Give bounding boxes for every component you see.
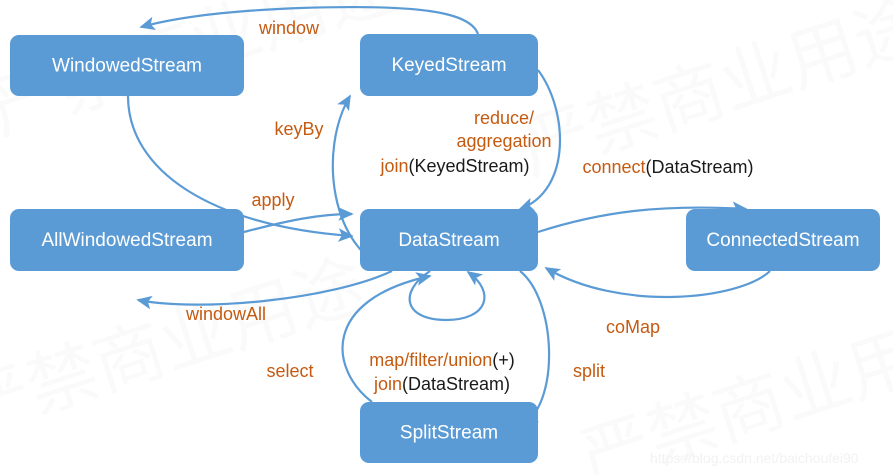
edge-label-windowall: windowAll (185, 304, 266, 324)
node-allwindowed[interactable]: AllWindowedStream (10, 209, 244, 271)
edge-label-mapfilter: map/filter/union(+) (369, 350, 515, 370)
edge-label-split: split (573, 361, 605, 381)
edge-windowed-to-data (126, 95, 354, 242)
edge-data-self-loop (408, 270, 486, 322)
node-data[interactable]: DataStream (360, 209, 538, 271)
node-box-split[interactable] (360, 402, 538, 463)
edge-label-apply: apply (251, 190, 294, 210)
edge-data-to-split (519, 270, 551, 425)
node-box-keyed[interactable] (360, 34, 538, 96)
edge-keyed-to-data (518, 69, 561, 211)
edge-label-aggregation: aggregation (456, 131, 551, 151)
node-keyed[interactable]: KeyedStream (360, 34, 538, 96)
edge-label-keyby: keyBy (274, 119, 323, 139)
edge-data-to-connected (537, 201, 748, 234)
edge-split-to-data (341, 272, 432, 403)
watermark-chinese: 严禁商业用途 (0, 243, 375, 451)
edge-data-to-allwindowed (136, 270, 393, 310)
edge-keyed-to-windowed (139, 5, 480, 35)
edge-connected-to-data (544, 267, 771, 298)
edge-label-comap: coMap (606, 317, 660, 337)
edge-label-select: select (266, 361, 313, 381)
node-box-allwindowed[interactable] (10, 209, 244, 271)
edge-label-joinkeyed: join(KeyedStream) (379, 156, 529, 176)
node-connected[interactable]: ConnectedStream (686, 209, 880, 271)
node-split[interactable]: SplitStream (360, 402, 538, 463)
node-box-data[interactable] (360, 209, 538, 271)
edge-label-joindata: join(DataStream) (373, 374, 510, 394)
node-windowed[interactable]: WindowedStream (10, 35, 244, 96)
edge-label-connect: connect(DataStream) (582, 157, 753, 177)
edge-label-reduce: reduce/ (474, 108, 534, 128)
edge-allwindowed-to-data (243, 207, 354, 234)
watermark-url: https://blog.csdn.net/baichoufei90 (650, 450, 859, 466)
edge-label-layer: window keyBy reduce/aggregation join(KeyedS… (185, 18, 754, 394)
edge-label-window: window (258, 18, 320, 38)
node-box-connected[interactable] (686, 209, 880, 271)
node-box-windowed[interactable] (10, 35, 244, 96)
